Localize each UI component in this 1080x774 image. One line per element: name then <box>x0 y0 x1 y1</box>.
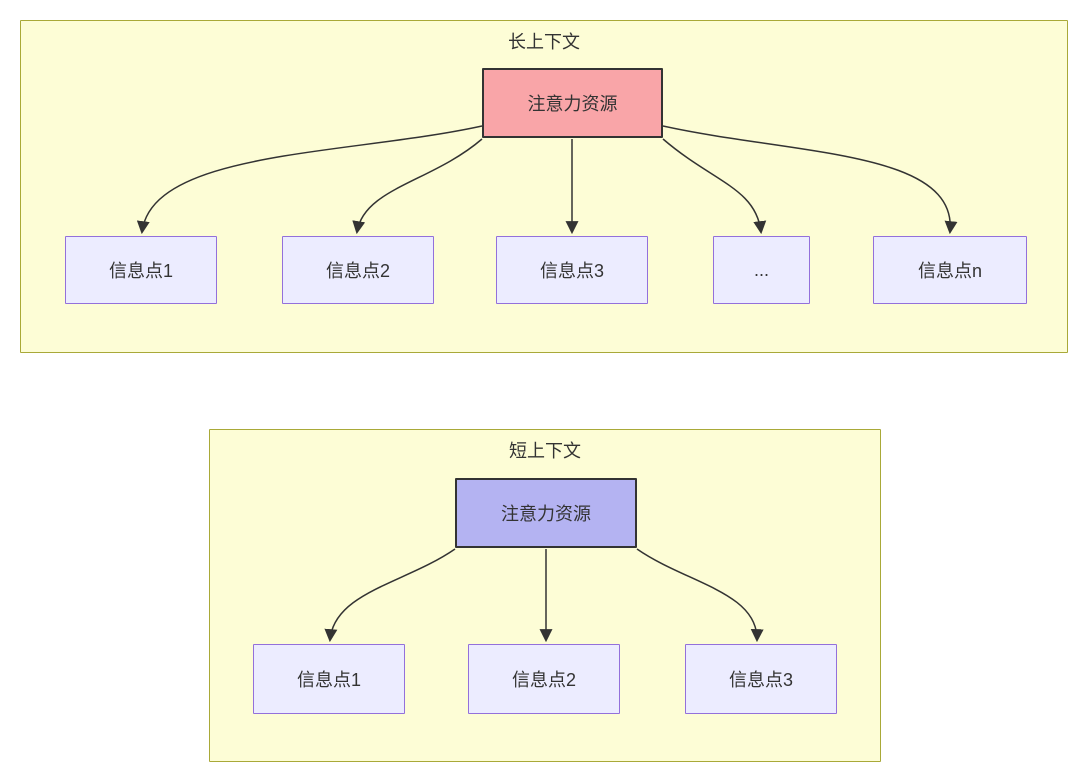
info-node-long-1: 信息点1 <box>65 236 217 304</box>
info-node-short-2: 信息点2 <box>468 644 620 714</box>
edge-long-attention-to-info1 <box>136 125 483 235</box>
info-node-long-n: 信息点n <box>873 236 1027 304</box>
edge-short-attention-to-info3 <box>636 548 764 643</box>
info-node-long-3: 信息点3 <box>496 236 648 304</box>
edge-long-attention-to-dots <box>662 138 767 235</box>
info-node-long-ellipsis: ... <box>713 236 810 304</box>
long-context-title: 长上下文 <box>508 32 580 52</box>
attention-node-short: 注意力资源 <box>455 478 637 548</box>
info-node-short-1: 信息点1 <box>253 644 405 714</box>
edge-long-attention-to-infon <box>662 125 958 235</box>
edge-short-attention-to-info1 <box>324 548 456 643</box>
attention-node-long: 注意力资源 <box>482 68 663 138</box>
short-context-title: 短上下文 <box>509 441 581 461</box>
info-node-long-2: 信息点2 <box>282 236 434 304</box>
edge-long-attention-to-info2 <box>352 138 483 235</box>
info-node-short-3: 信息点3 <box>685 644 837 714</box>
